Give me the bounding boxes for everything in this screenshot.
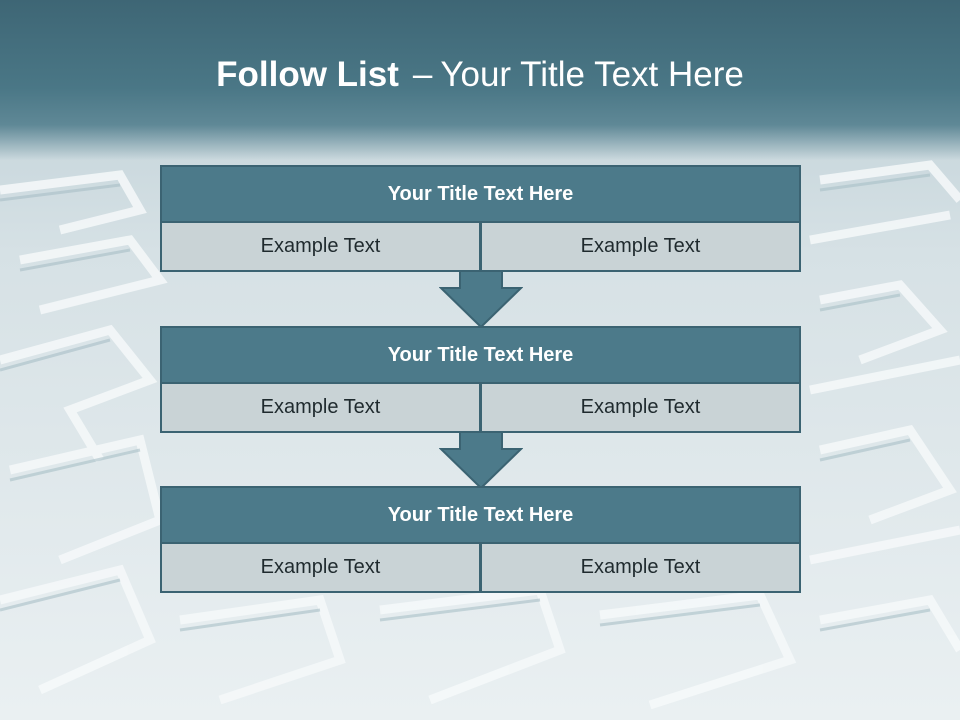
block-cell-left: Example Text (160, 542, 481, 593)
list-block-3: Your Title Text Here Example Text Exampl… (160, 486, 801, 593)
down-arrow-icon (439, 270, 523, 328)
block-cell-left: Example Text (160, 382, 481, 433)
block-cell-right: Example Text (480, 382, 801, 433)
block-cell-right: Example Text (480, 221, 801, 272)
list-block-2: Your Title Text Here Example Text Exampl… (160, 326, 801, 433)
block-title: Your Title Text Here (160, 486, 801, 544)
block-cell-left: Example Text (160, 221, 481, 272)
header-band (0, 0, 960, 160)
block-cell-right: Example Text (480, 542, 801, 593)
block-title: Your Title Text Here (160, 326, 801, 384)
slide-title-rest: Your Title Text Here (440, 55, 744, 94)
list-block-1: Your Title Text Here Example Text Exampl… (160, 165, 801, 272)
down-arrow-icon (439, 431, 523, 489)
slide-title-dash: – (412, 55, 433, 94)
slide-title: Follow List–Your Title Text Here (0, 52, 960, 98)
slide-title-bold: Follow List (216, 55, 399, 94)
block-title: Your Title Text Here (160, 165, 801, 223)
